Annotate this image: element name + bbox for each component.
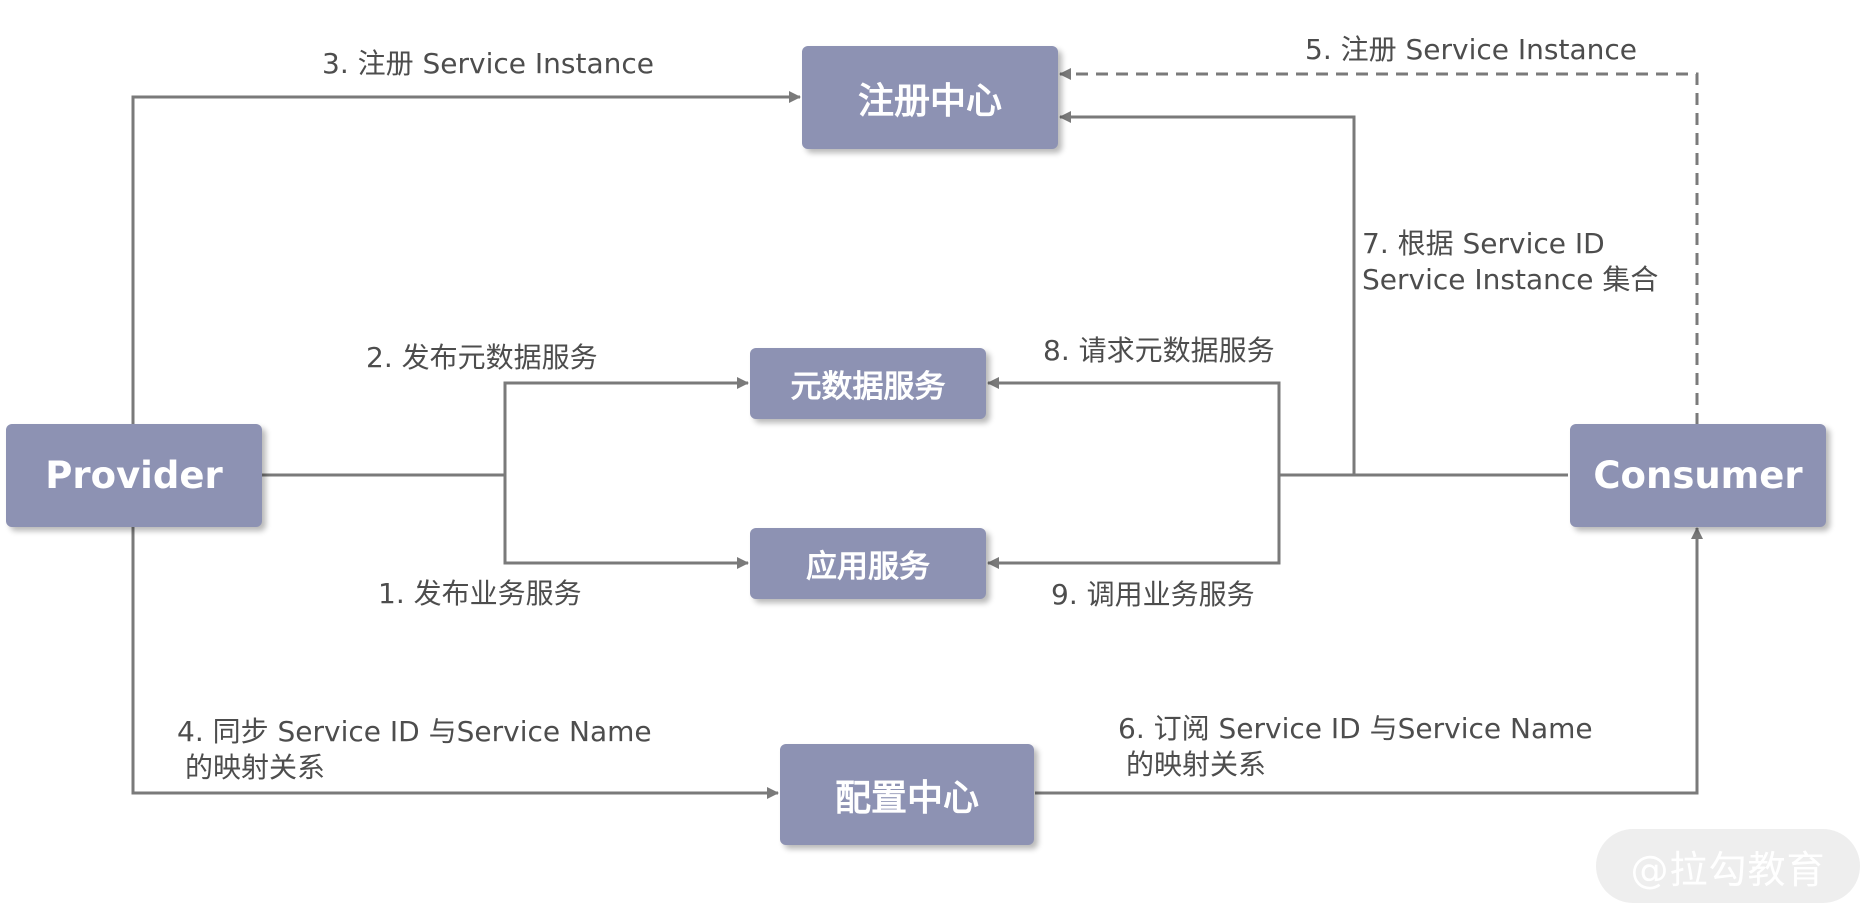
step8-label: 8. 请求元数据服务 [1043, 334, 1275, 367]
registry-center-node: 注册中心 [802, 46, 1058, 149]
edge-consumer-app [987, 475, 1281, 569]
edge-provider-app [503, 475, 749, 569]
edge-consumer-registry-dashed [1059, 68, 1699, 425]
step4-label: 4. 同步 Service ID 与Service Name 的映射关系 [177, 714, 652, 786]
step3-label: 3. 注册 Service Instance [322, 47, 654, 80]
step1-label: 1. 发布业务服务 [378, 577, 582, 610]
edge-provider-metadata [503, 377, 749, 475]
edge-config-consumer [1035, 527, 1703, 795]
step7-label: 7. 根据 Service ID Service Instance 集合 [1362, 226, 1658, 298]
consumer-node: Consumer [1570, 424, 1826, 527]
metadata-service-node: 元数据服务 [750, 348, 986, 419]
step5-label: 5. 注册 Service Instance [1305, 33, 1637, 66]
step4-label-line1: 4. 同步 Service ID 与Service Name [177, 715, 652, 748]
app-service-node: 应用服务 [750, 528, 986, 599]
step2-label: 2. 发布元数据服务 [366, 341, 598, 374]
step6-label: 6. 订阅 Service ID 与Service Name 的映射关系 [1118, 711, 1593, 783]
edge-consumer-registry [1059, 111, 1356, 475]
config-center-node: 配置中心 [780, 744, 1034, 845]
step4-label-line2: 的映射关系 [185, 751, 326, 784]
watermark-badge: @拉勾教育 [1596, 829, 1860, 903]
step6-label-line2: 的映射关系 [1126, 748, 1267, 781]
step6-label-line1: 6. 订阅 Service ID 与Service Name [1118, 712, 1593, 745]
provider-node: Provider [6, 424, 262, 527]
edge-provider-registry [131, 91, 801, 425]
edge-consumer-metadata [987, 377, 1281, 475]
step9-label: 9. 调用业务服务 [1051, 578, 1255, 611]
step7-label-line1: 7. 根据 Service ID [1362, 227, 1605, 260]
edge-provider-config [131, 526, 779, 799]
step7-label-line2: Service Instance 集合 [1362, 263, 1659, 296]
